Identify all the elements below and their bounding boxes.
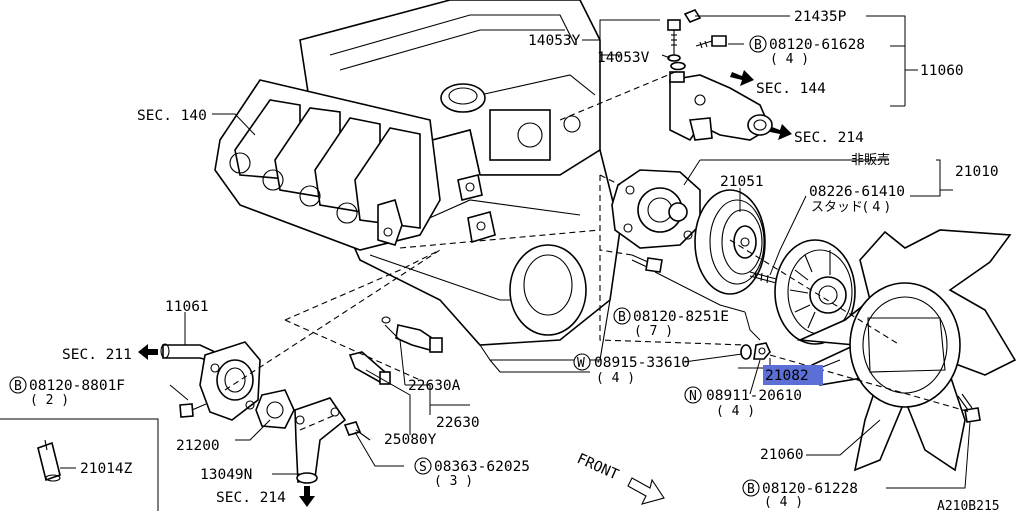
assembly-lines (224, 69, 971, 431)
arrow-sec-214-bottom (299, 486, 315, 507)
label-21010: 21010 (955, 164, 999, 180)
label-08120-61228: 08120-61228 (762, 481, 858, 497)
bolt-14053y (667, 19, 681, 55)
qty-08120-61628: ( 4 ) (770, 52, 809, 67)
cooling-fan (796, 229, 1017, 472)
qty-08911-20610: ( 4 ) (716, 404, 755, 419)
bolt-08120-61228 (957, 393, 981, 423)
qty-08120-8251e: ( 7 ) (634, 324, 673, 339)
highlight-21082 (763, 365, 823, 385)
water-outlet-assembly (669, 71, 773, 142)
label-21200: 21200 (176, 438, 220, 454)
qty-08120-8801f: ( 2 ) (30, 393, 69, 408)
label-25080y: 25080Y (384, 432, 437, 448)
qty-08363-62025: ( 3 ) (434, 474, 473, 489)
label-sec-214-top: SEC. 214 (794, 130, 864, 146)
label-08915-33610: 08915-33610 (594, 355, 690, 371)
intake-manifold (214, 79, 441, 251)
label-21051: 21051 (720, 174, 764, 190)
prefix-b-2: B (14, 379, 22, 394)
label-08120-8251e: 08120-8251E (633, 309, 729, 325)
prefix-b-1: B (754, 38, 762, 53)
label-sec-211: SEC. 211 (62, 347, 132, 363)
label-21082: 21082 (765, 368, 809, 384)
label-sec-140: SEC. 140 (137, 108, 207, 124)
prefix-b-4: B (747, 482, 755, 497)
water-outlet-13049n (294, 397, 347, 484)
label-21060: 21060 (760, 447, 804, 463)
bolt-08120-8251e (631, 254, 663, 273)
prefix-w: W (577, 356, 585, 371)
part-21014z (37, 439, 61, 482)
arrow-sec-214-top (770, 124, 792, 140)
bolt-08120-8801f (179, 403, 207, 418)
label-sec-144: SEC. 144 (756, 81, 826, 97)
fan-pulley (694, 189, 766, 295)
gasket-2 (467, 211, 496, 244)
label-08120-8801f: 08120-8801F (29, 378, 125, 394)
label-hanbai: 非販売 (851, 152, 890, 168)
qty-08120-61228: ( 4 ) (764, 495, 803, 510)
diagram-reference: A210B215 (937, 499, 1000, 511)
prefix-s: S (419, 460, 427, 475)
label-08226-61410: 08226-61410 (809, 184, 905, 200)
label-22630a: 22630A (408, 378, 461, 394)
label-22630: 22630 (436, 415, 480, 431)
label-sec-214-bottom: SEC. 214 (216, 490, 286, 506)
label-front: FRONT (574, 451, 621, 483)
fan-clutch (774, 239, 856, 345)
arrow-sec-144 (730, 70, 754, 86)
label-08363-62025: 08363-62025 (434, 459, 530, 475)
arrow-sec-211 (138, 344, 158, 360)
sensor-25080y (348, 351, 391, 385)
water-pump (611, 169, 701, 249)
sensor-22630 (381, 316, 443, 353)
label-14053v: 14053V (597, 50, 650, 66)
front-arrow (627, 477, 665, 505)
label-08911-20610: 08911-20610 (706, 388, 802, 404)
nut-08911-20610 (753, 342, 771, 360)
bolt-08363-62025 (343, 421, 371, 441)
thermostat-housing-21200 (199, 341, 261, 421)
bolt-08120-61628 (695, 35, 727, 49)
leader-lines (0, 15, 971, 511)
washer-08915-33610 (740, 344, 752, 360)
washer-14053v (667, 54, 686, 71)
prefix-circles (9, 35, 767, 497)
gasket-1 (457, 174, 483, 201)
label-14053y: 14053Y (528, 33, 581, 49)
prefix-b-3: B (618, 310, 626, 325)
thermostat (255, 389, 295, 429)
plug-21435p (683, 9, 702, 23)
label-21014z: 21014Z (80, 461, 133, 477)
label-11061: 11061 (165, 299, 209, 315)
label-13049n: 13049N (200, 467, 252, 483)
qty-08915-33610: ( 4 ) (596, 371, 635, 386)
label-21435p: 21435P (794, 9, 847, 25)
label-stud-note: スタッド( 4 ) (811, 200, 890, 215)
label-11060: 11060 (920, 63, 964, 79)
label-08120-61628: 08120-61628 (769, 37, 865, 53)
prefix-n: N (689, 389, 697, 404)
